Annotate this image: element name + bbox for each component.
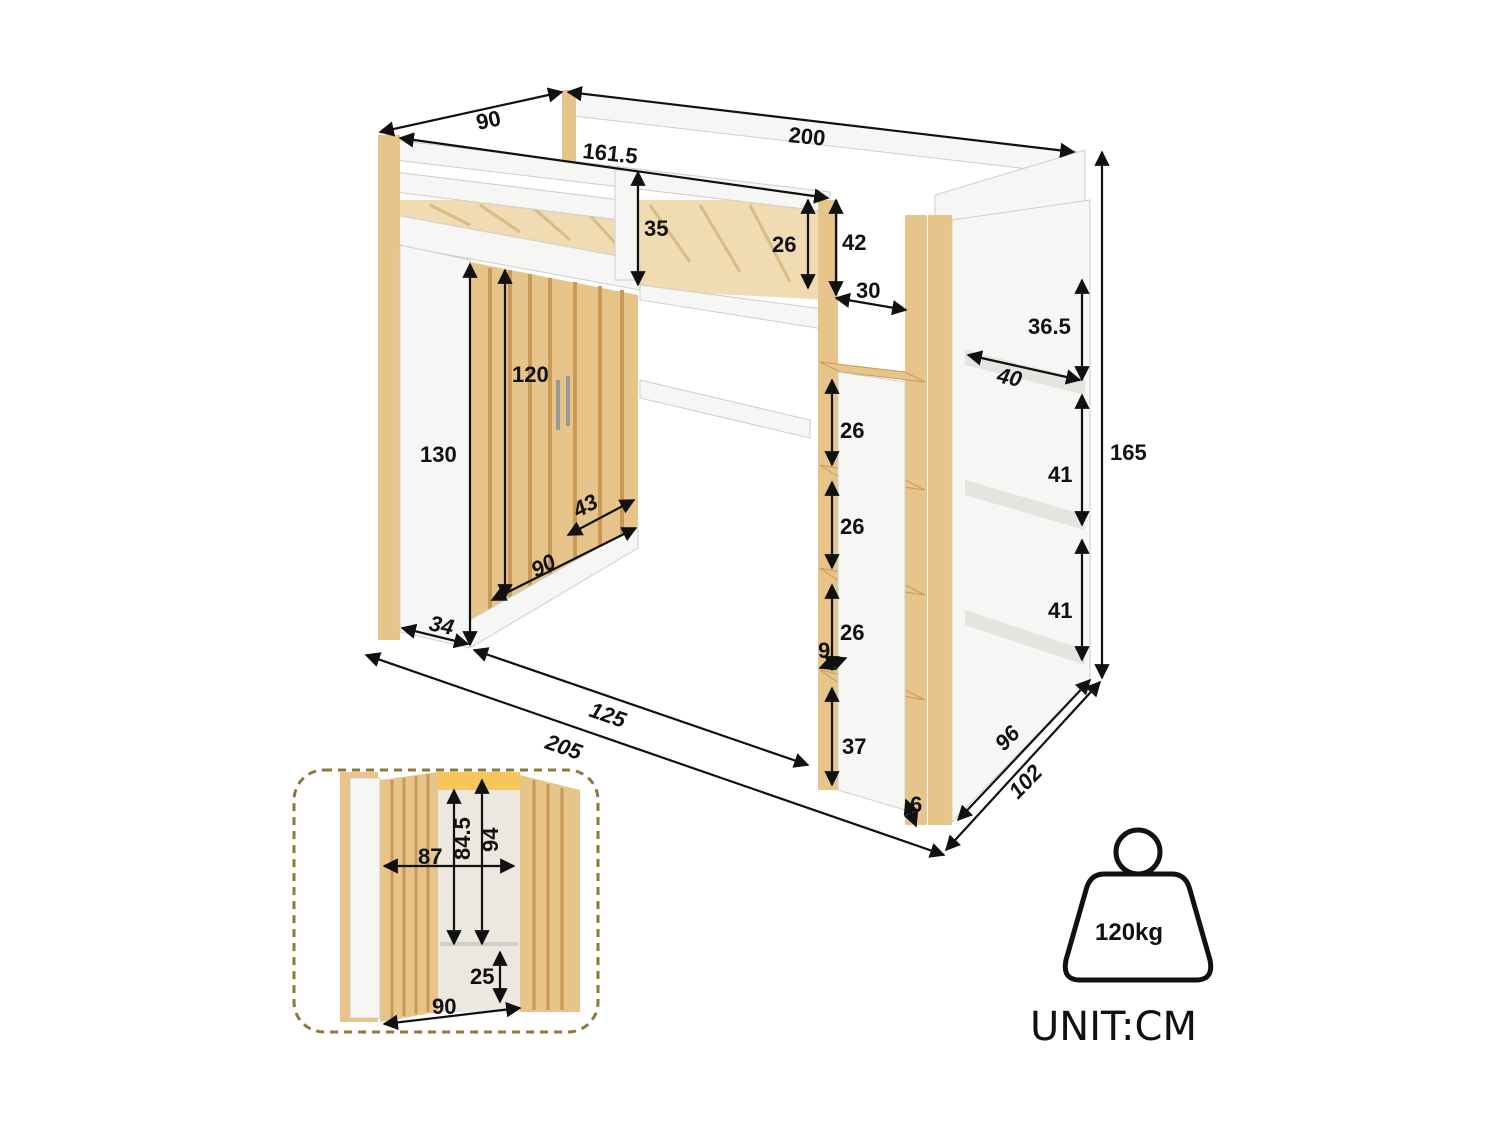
dim-rail-height-front: 35 — [644, 216, 668, 241]
unit-label: UNIT:CM — [1030, 1004, 1197, 1050]
dim-rail-length: 161.5 — [581, 138, 638, 169]
dim-wardrobe-door-height: 120 — [512, 362, 549, 387]
dim-shelf-2: 41 — [1048, 598, 1072, 623]
dim-step-3: 26 — [840, 620, 864, 645]
dim-ladder-width: 30 — [856, 278, 880, 303]
dim-step-depth: 9 — [818, 638, 830, 663]
inset-cabinet-height: 94 — [478, 827, 503, 852]
dim-rail-height-inner: 26 — [772, 232, 796, 257]
dim-step-2: 26 — [840, 514, 864, 539]
loft-bed-illustration — [378, 90, 1091, 825]
dim-ladder-thickness: 6 — [910, 792, 922, 817]
dim-length-top: 200 — [787, 122, 826, 151]
dim-shelf-depth: 40 — [994, 362, 1025, 392]
dim-width-top: 90 — [474, 105, 503, 135]
dim-step-1: 26 — [840, 418, 864, 443]
dim-ladder-top-gap: 42 — [842, 230, 866, 255]
dim-overall-length: 205 — [541, 729, 586, 765]
dim-shelf-top-height: 36.5 — [1028, 314, 1071, 339]
inset-inner-width: 87 — [418, 844, 442, 869]
dim-shelf-1: 41 — [1048, 462, 1072, 487]
wardrobe-inset: 87 84.5 94 25 90 — [292, 768, 600, 1034]
dim-overall-height: 165 — [1110, 440, 1147, 465]
inset-bottom-shelf: 25 — [470, 964, 494, 989]
dim-side-panel-depth: 34 — [427, 610, 456, 640]
weight-icon: 120kg — [1062, 827, 1214, 983]
inset-cabinet-width: 90 — [432, 994, 456, 1019]
inset-rod-height: 84.5 — [450, 817, 475, 860]
dim-bottom-gap: 37 — [842, 734, 866, 759]
weight-label: 120kg — [1095, 919, 1163, 946]
dimension-lines — [364, 85, 1110, 858]
dim-wardrobe-height: 130 — [420, 442, 457, 467]
